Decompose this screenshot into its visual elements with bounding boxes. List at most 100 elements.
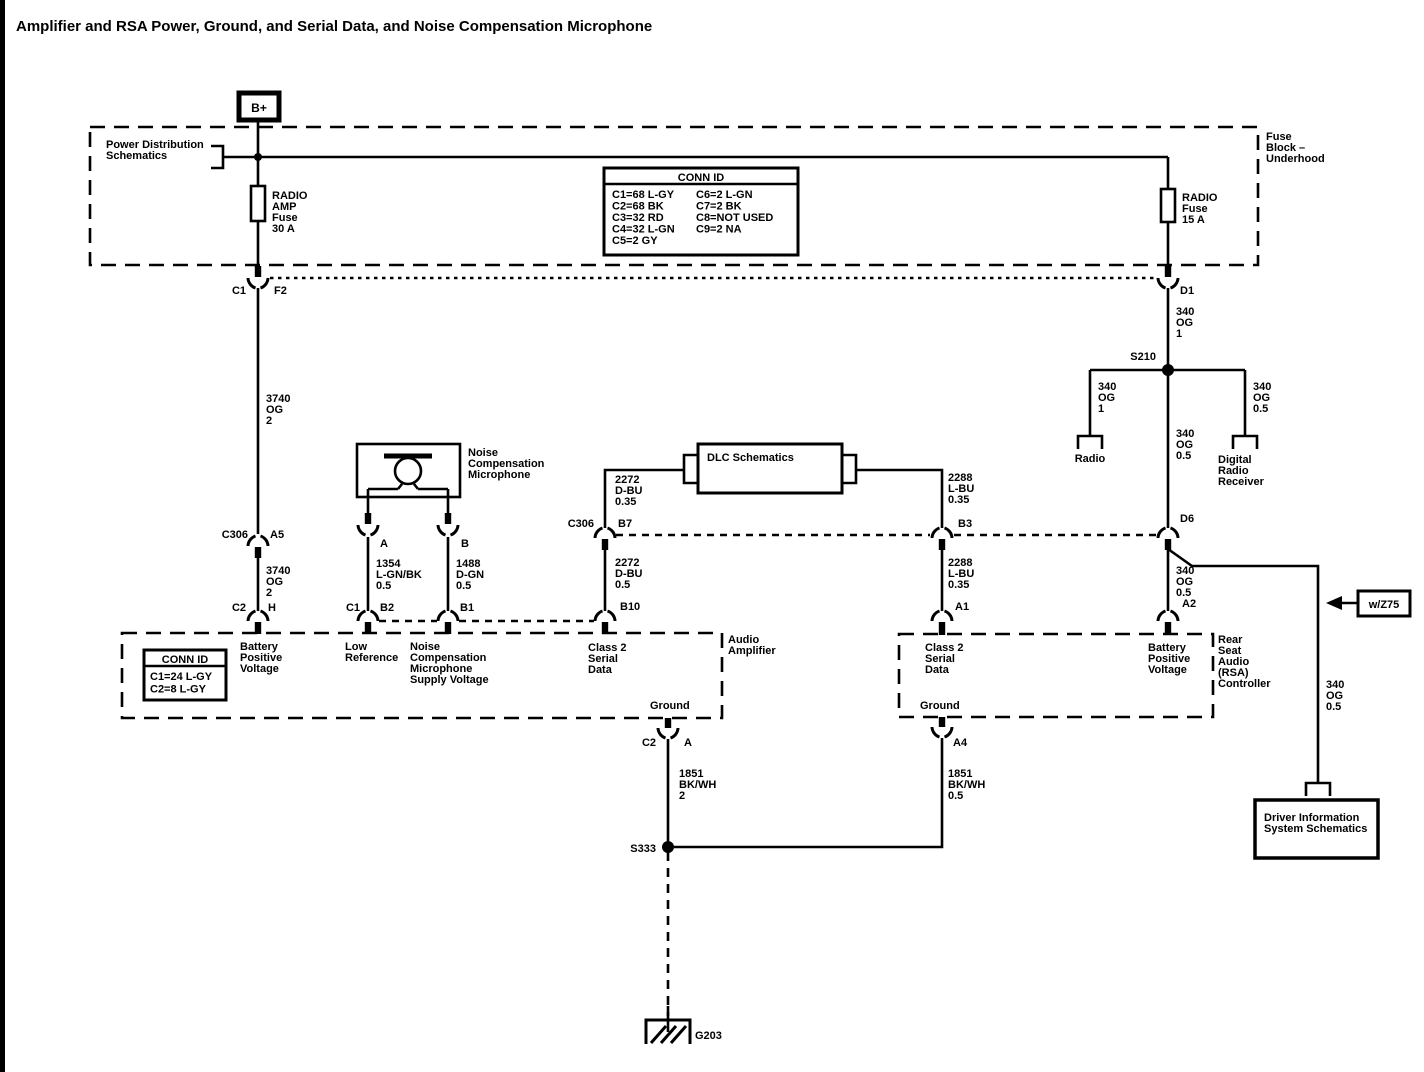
conn-c1-f2-arc <box>246 277 270 290</box>
digital-radio-receiver-label-line0: Digital <box>1218 454 1252 466</box>
splice-s210 <box>1162 364 1174 376</box>
wire-340-og-05-mid-line2: 0.5 <box>1176 450 1191 462</box>
wire-340-og-05-mid-line0: 340 <box>1176 428 1194 440</box>
fuse-block-underhood-label-line2: Underhood <box>1266 153 1325 165</box>
fuse-block-underhood-box <box>88 125 1260 267</box>
wire-2288-l-bu-035-upper-line2: 0.35 <box>948 494 969 506</box>
radio-terminal <box>1076 434 1104 449</box>
rsa-controller-box <box>897 632 1215 719</box>
pin-a2-label: A2 <box>1182 598 1196 610</box>
wire-3740-og-2-lower-line2: 2 <box>266 587 272 599</box>
rsa-ground-label: Ground <box>920 700 960 712</box>
wire-1851-bk-wh-2-line2: 2 <box>679 790 685 802</box>
wire-1851-bk-wh-2-line1: BK/WH <box>679 779 716 791</box>
rsa-controller-label-line1: Seat <box>1218 645 1242 657</box>
pin-a1-label: A1 <box>955 601 969 613</box>
wire-340-og-1-main-line0: 340 <box>1176 306 1194 318</box>
conn-a2-arc <box>1156 609 1180 622</box>
conn-c2-h-arc <box>246 609 270 622</box>
wire-340-og-05-a2-line1: OG <box>1176 576 1193 588</box>
scan-edge-bar <box>0 0 5 1072</box>
noise-comp-mic-label-line1: Compensation <box>468 458 545 470</box>
wire-1851-bk-wh-2-line0: 1851 <box>679 768 703 780</box>
wire-340-og-1-main-line2: 1 <box>1176 328 1182 340</box>
rsa-battery-positive-voltage-line2: Voltage <box>1148 664 1187 676</box>
amp-battery-positive-voltage-line2: Voltage <box>240 663 279 675</box>
conn-d1-terminal <box>1164 266 1172 277</box>
wire-3740-og-2-upper-line1: OG <box>266 404 283 416</box>
wire-3740-og-2-upper-line2: 2 <box>266 415 272 427</box>
wz75-label: w/Z75 <box>1368 599 1400 611</box>
wire-1354-l-gn-bk-line1: L-GN/BK <box>376 569 422 581</box>
radio-label: Radio <box>1075 453 1106 465</box>
wire-2272-d-bu-05-line1: D-BU <box>615 568 643 580</box>
audio-amplifier-label-line0: Audio <box>728 634 759 646</box>
rsa-class2-serial-data-line2: Data <box>925 664 950 676</box>
digital-radio-receiver-label-line1: Radio <box>1218 465 1249 477</box>
conn-id-main-col1-4: C5=2 GY <box>612 235 658 247</box>
conn-b3-terminal <box>938 539 946 550</box>
conn-b7-terminal <box>601 539 609 550</box>
amp-class2-serial-data-line1: Serial <box>588 653 618 665</box>
arrow-left-icon <box>1326 596 1342 610</box>
junction-b-plus <box>254 153 262 161</box>
noise-compensation-microphone-symbol <box>355 442 462 499</box>
connector-c1-label: C1 <box>232 285 246 297</box>
conn-id-table-amp <box>142 648 228 702</box>
b-plus-terminal <box>236 90 282 123</box>
inline-connector-rows <box>270 276 1158 623</box>
pin-f2-label: F2 <box>274 285 287 297</box>
junction-dots <box>254 153 1174 853</box>
wire-340-og-05-right-line2: 0.5 <box>1326 701 1341 713</box>
pin-b10-label: B10 <box>620 601 640 613</box>
amp-ncm-supply-line1: Compensation <box>410 652 487 664</box>
wire-1851-bk-wh-05-line0: 1851 <box>948 768 972 780</box>
wire-2288-l-bu-035-lower-line1: L-BU <box>948 568 974 580</box>
amp-low-reference-line1: Reference <box>345 652 398 664</box>
fuse-block-underhood-label-line1: Block – <box>1266 142 1305 154</box>
conn-mic-b-arc <box>436 524 460 537</box>
wire-1488-d-gn-line1: D-GN <box>456 569 484 581</box>
driver-info-ref-line0: Driver Information <box>1264 812 1360 824</box>
connector-glyphs <box>246 266 1180 740</box>
audio-amplifier-label-line1: Amplifier <box>728 645 776 657</box>
wire-1488-d-gn-line2: 0.5 <box>456 580 471 592</box>
pin-a-gnd-label: A <box>684 737 692 749</box>
wire-2272-d-bu-035-line1: D-BU <box>615 485 643 497</box>
wire-3740-og-2-upper-line0: 3740 <box>266 393 290 405</box>
rsa-class2-serial-data-line1: Serial <box>925 653 955 665</box>
conn-d6-terminal <box>1164 539 1172 550</box>
wire-1354-l-gn-bk-line2: 0.5 <box>376 580 391 592</box>
conn-id-amp-row-1: C2=8 L-GY <box>150 684 207 696</box>
conn-a5-arc <box>246 534 270 547</box>
wire-3740-og-2-lower-line1: OG <box>266 576 283 588</box>
conn-a5-terminal <box>254 547 262 558</box>
wire-1851-bk-wh-05-line2: 0.5 <box>948 790 963 802</box>
splice-s333 <box>662 841 674 853</box>
amp-ncm-supply-line0: Noise <box>410 641 440 653</box>
wire-3740-og-2-lower-line0: 3740 <box>266 565 290 577</box>
splice-s210-label: S210 <box>1130 351 1156 363</box>
conn-b1-terminal <box>444 622 452 634</box>
ground-g203-label: G203 <box>695 1030 722 1042</box>
wire-2288-l-bu-035-lower-line2: 0.35 <box>948 579 969 591</box>
amp-ncm-supply-line2: Microphone <box>410 663 472 675</box>
noise-comp-mic-label-line2: Microphone <box>468 469 530 481</box>
wz75-reference <box>1326 589 1412 618</box>
noise-comp-mic-label-line0: Noise <box>468 447 498 459</box>
pin-a4-label: A4 <box>953 737 968 749</box>
wire-340-og-1-main-line1: OG <box>1176 317 1193 329</box>
wire-340-og-05-right-line1: OG <box>1326 690 1343 702</box>
amp-battery-positive-voltage-line1: Positive <box>240 652 282 664</box>
conn-id-main-col1-3: C4=32 L-GN <box>612 224 675 236</box>
conn-d6-arc <box>1156 526 1180 539</box>
conn-id-main-col2-1: C7=2 BK <box>696 201 742 213</box>
power-distribution-ref-line1: Schematics <box>106 150 167 162</box>
pin-b1-label: B1 <box>460 602 474 614</box>
radio-amp-fuse-label-line2: Fuse <box>272 212 298 224</box>
power-distribution-ref-line0: Power Distribution <box>106 139 204 151</box>
connector-c2-amp-label: C2 <box>232 602 246 614</box>
wire-340-og-05-a2-line0: 340 <box>1176 565 1194 577</box>
